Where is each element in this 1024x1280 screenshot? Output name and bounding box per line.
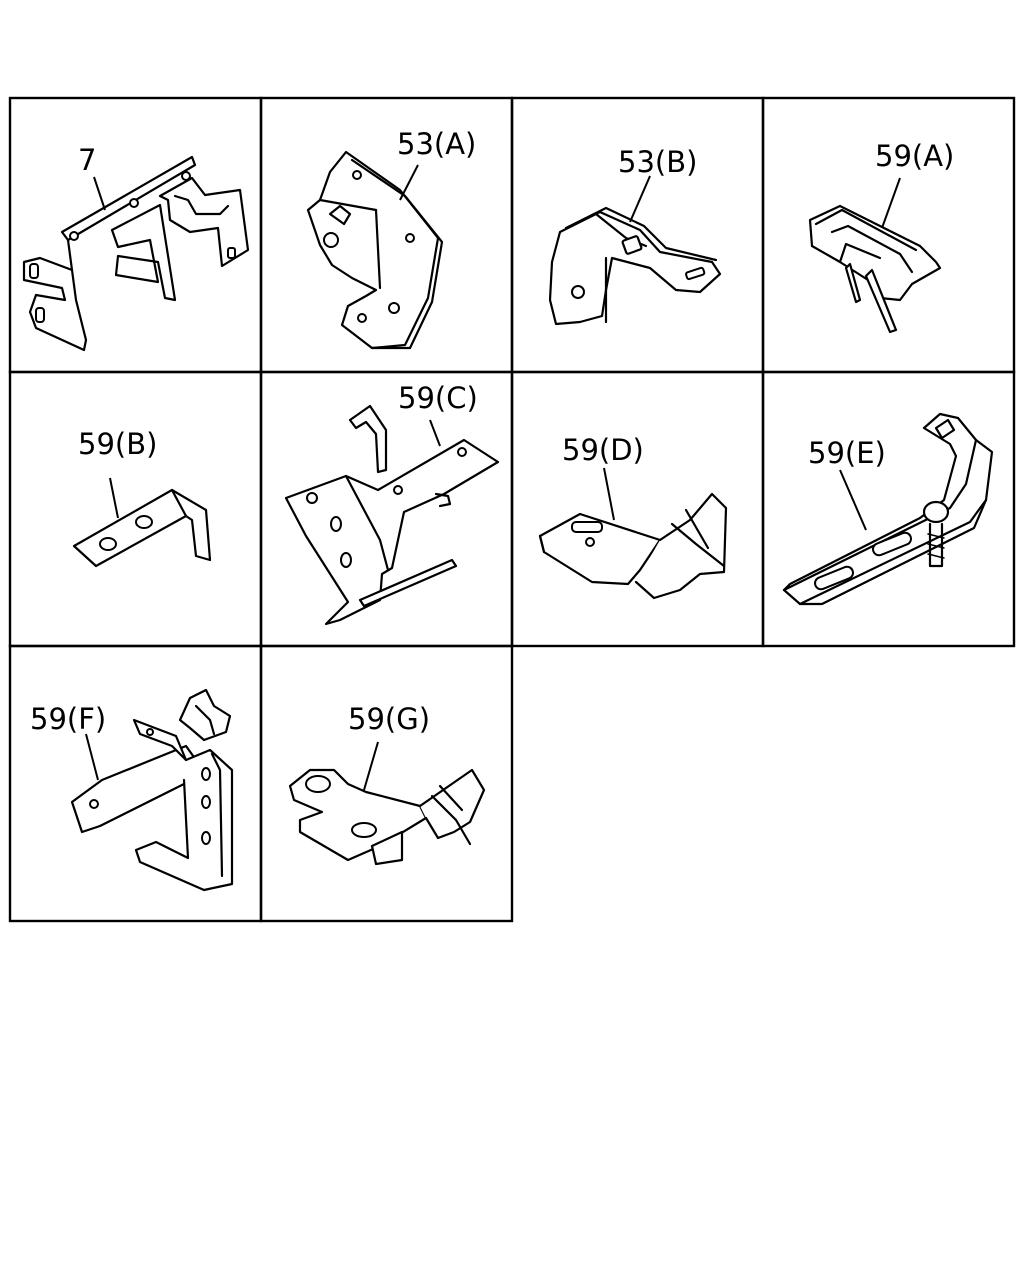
label-53a: 53(A) <box>397 127 476 161</box>
part-53b-drawing <box>548 175 722 326</box>
label-59d: 59(D) <box>562 433 644 467</box>
cell-box-59g <box>259 644 514 923</box>
label-59g: 59(G) <box>348 702 430 736</box>
label-59e: 59(E) <box>808 436 886 470</box>
part-53a-drawing <box>306 150 444 350</box>
part-59g-drawing <box>288 741 486 866</box>
label-59a: 59(A) <box>875 139 954 173</box>
part-59c-drawing <box>284 404 500 626</box>
parts-grid <box>8 96 1016 923</box>
label-59f: 59(F) <box>30 702 106 736</box>
part-59e-drawing <box>782 412 994 606</box>
label-59b: 59(B) <box>78 427 157 461</box>
part-59b-drawing <box>72 477 212 568</box>
label-59c: 59(C) <box>398 381 478 415</box>
cell-box-59b <box>8 370 263 648</box>
part-59d-drawing <box>538 467 728 600</box>
label-7: 7 <box>78 143 96 177</box>
part-59a-drawing <box>808 177 942 334</box>
part-59f-drawing <box>70 688 234 892</box>
part-labels: 7 53(A) 53(B) 59(A) 59(B) 59(C) 59(D) 59… <box>30 127 954 736</box>
cell-box-59e <box>761 370 1016 648</box>
label-53b: 53(B) <box>618 145 697 179</box>
part-7-drawing <box>22 155 250 352</box>
